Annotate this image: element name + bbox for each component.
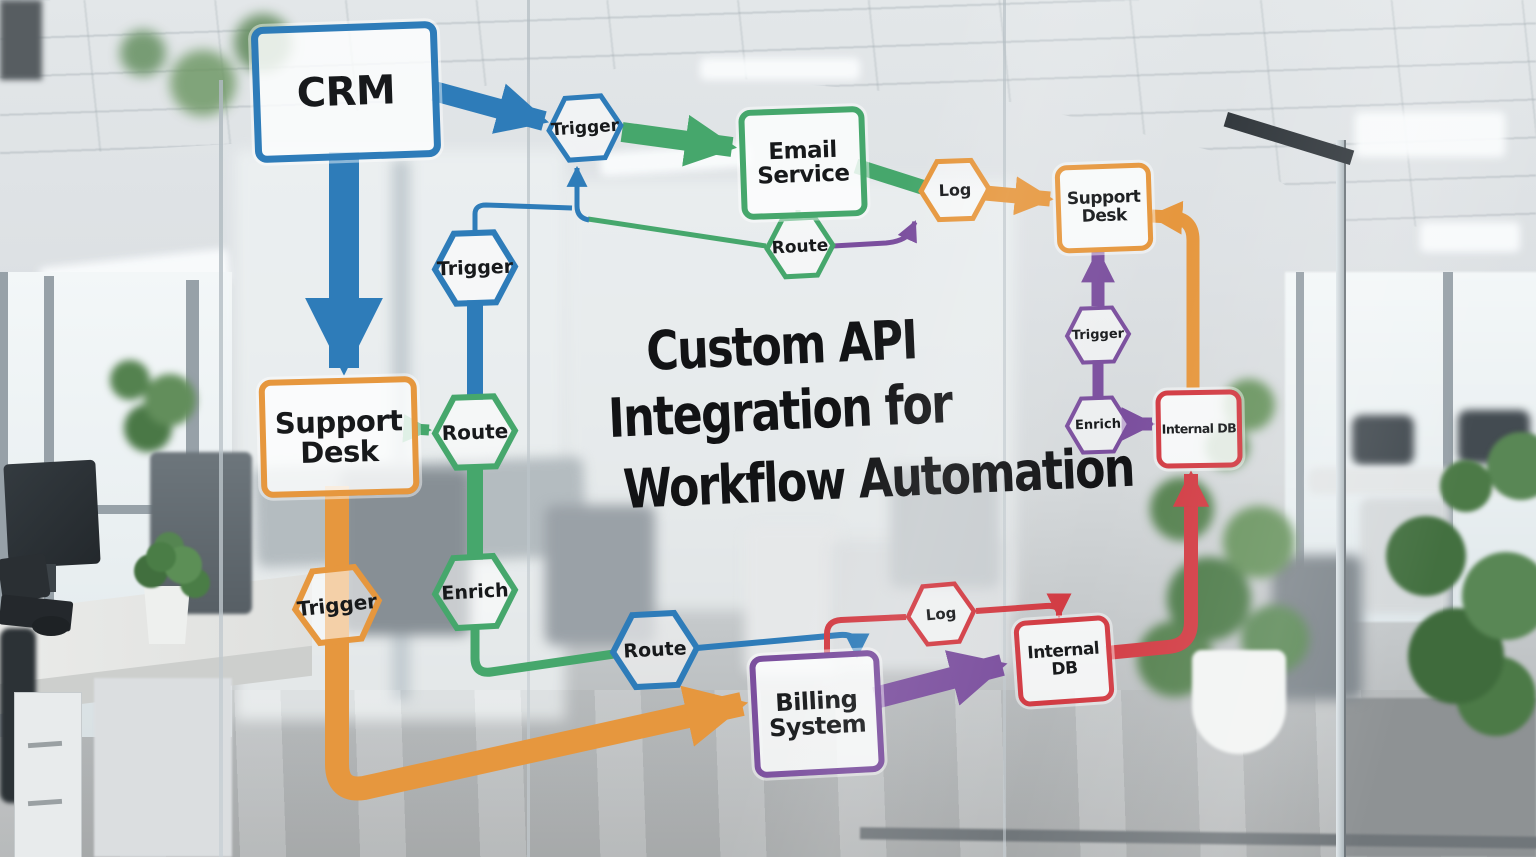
- node-email-service-label: Email Service: [756, 136, 850, 190]
- wall-corner-dark: [0, 0, 42, 80]
- connector-route-email-to-log-top: [832, 220, 918, 249]
- connector-enrich-left-to-route-bottom: [470, 625, 615, 677]
- ceiling-light: [1355, 112, 1505, 157]
- hexagon-enrich-left-label: Enrich: [440, 579, 510, 605]
- connector-crm-to-trigger-top: [431, 81, 550, 134]
- window-frame: [1296, 272, 1304, 622]
- hexagon-trigger-bottom-left: [291, 563, 383, 647]
- hexagon-enrich-right-label: Enrich: [1074, 416, 1122, 434]
- hexagon-enrich-left: [431, 552, 519, 632]
- window-frame: [1443, 272, 1453, 622]
- hexagon-trigger-right-label: Trigger: [1071, 326, 1125, 344]
- page-title-line-1: Custom API: [645, 308, 918, 383]
- node-crm-label: CRM: [295, 67, 397, 117]
- hexagon-trigger-left: [431, 229, 519, 307]
- node-internal-db-right-label: Internal DB: [1161, 420, 1237, 438]
- hexagon-log-top: [918, 157, 992, 223]
- desk-right-blur: [1308, 468, 1536, 494]
- floor-right: [1340, 698, 1536, 857]
- plant-pot-white: [1192, 650, 1286, 754]
- office-chair-blur: [1272, 555, 1362, 700]
- hexagon-route-email-label: Route: [771, 235, 829, 259]
- connector-billing-system-to-log-bottom: [824, 614, 907, 653]
- node-billing-system: Billing System: [748, 649, 886, 779]
- glass-seam: [219, 80, 223, 857]
- cabinet-left: [94, 678, 232, 857]
- glass-seam: [1003, 0, 1006, 857]
- node-support-desk-left-label: Support Desk: [274, 402, 403, 471]
- connector-feedback-to-trigger-top: [566, 165, 590, 223]
- window-frame: [0, 272, 8, 737]
- monitor-right-blur: [1458, 410, 1530, 464]
- pedestal-drawers: [14, 692, 82, 857]
- node-crm: CRM: [250, 20, 442, 164]
- drawer-right-blur: [1360, 498, 1450, 613]
- node-support-desk-top: Support Desk: [1054, 162, 1154, 254]
- connector-trigger-left-to-feedback: [472, 202, 573, 230]
- node-support-desk-left: Support Desk: [258, 375, 420, 499]
- plant-left-blur: [110, 360, 150, 400]
- glass-edge-line: [1344, 140, 1346, 857]
- connector-billing-system-to-internal-db-bottom: [872, 650, 1008, 709]
- node-internal-db-bottom: Internal DB: [1013, 614, 1115, 708]
- connector-trigger-top-to-email-service: [620, 114, 738, 167]
- connector-log-bottom-to-internal-db-bottom: [975, 593, 1072, 619]
- hexagon-trigger-top: [546, 93, 624, 163]
- desk-plant-pot: [144, 586, 190, 644]
- connector-internal-db-right-to-support-desk-top: [1148, 200, 1200, 388]
- connector-email-service-to-log-top: [853, 158, 928, 196]
- node-email-service: Email Service: [738, 105, 868, 221]
- connector-internal-db-bottom-to-internal-db-right: [1105, 470, 1210, 660]
- mouse: [32, 616, 70, 636]
- window-frame: [0, 505, 232, 514]
- connector-log-top-to-support-desk-top: [984, 176, 1054, 216]
- glass-seam: [527, 0, 530, 857]
- hexagon-log-bottom-label: Log: [924, 603, 958, 625]
- hexagon-route-bottom-label: Route: [622, 637, 688, 663]
- hexagon-log-bottom: [905, 581, 977, 647]
- hexagon-enrich-right: [1064, 395, 1132, 455]
- connector-support-desk-left-to-billing-system: [325, 486, 749, 801]
- hexagon-trigger-left-label: Trigger: [436, 255, 514, 281]
- hexagon-log-top-label: Log: [938, 179, 972, 201]
- monitor-right-blur: [1352, 415, 1414, 465]
- ceiling-light: [700, 58, 860, 80]
- node-billing-system-label: Billing System: [768, 684, 867, 743]
- plant-top-left-blur: [120, 30, 166, 76]
- hexagon-route-bottom: [609, 609, 701, 691]
- node-support-desk-top-label: Support Desk: [1066, 186, 1141, 227]
- plant-right: [1440, 460, 1492, 512]
- hexagon-trigger-right: [1064, 305, 1132, 365]
- connector-route-bottom-to-billing-system: [696, 631, 870, 659]
- glass-edge: [1336, 140, 1344, 857]
- copier-blur: [890, 468, 1000, 588]
- desk-plant: [146, 542, 176, 572]
- node-internal-db-right: Internal DB: [1155, 389, 1243, 469]
- connector-route-email-feedback-green: [587, 216, 767, 249]
- hexagon-route-left-label: Route: [441, 418, 509, 446]
- hexagon-route-left: [431, 393, 519, 471]
- node-internal-db-bottom-label: Internal DB: [1026, 638, 1100, 680]
- ceiling-light: [1420, 222, 1520, 252]
